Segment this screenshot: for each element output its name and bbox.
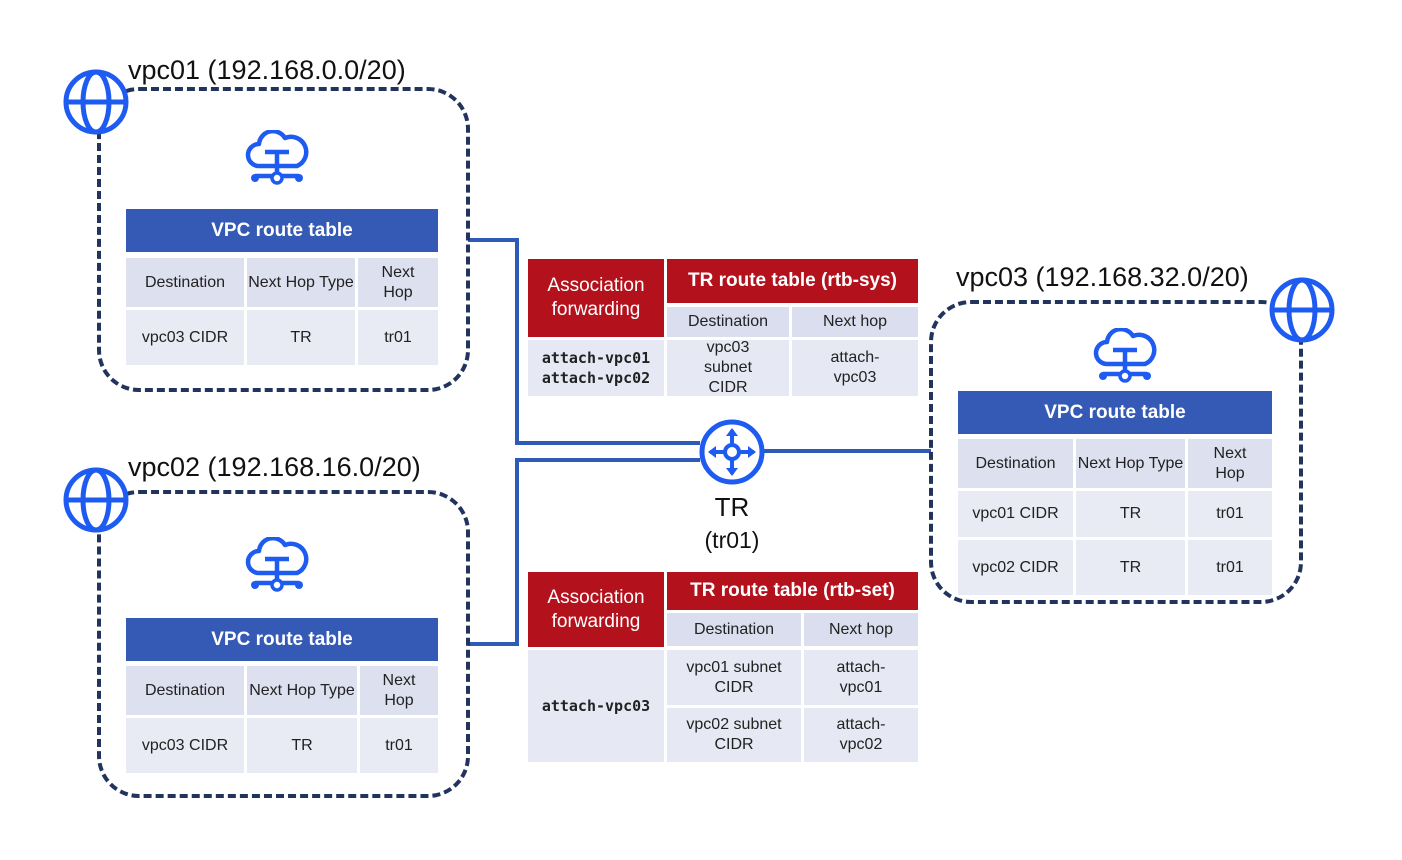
column-header-next-hop: Next hop [792,307,918,337]
table-cell: tr01 [1188,540,1272,595]
column-header-destination: Destination [667,613,801,646]
table-cell: attach-vpc03 [792,340,918,396]
rtb-sys-association-label: Association forwarding [528,259,664,337]
vpc03-title: vpc03 (192.168.32.0/20) [956,262,1249,292]
vpc02-route-table-title: VPC route table [126,618,438,661]
globe-icon [63,467,129,533]
table-cell: attach-vpc01 [804,650,918,705]
association-item: attach-vpc02 [541,369,651,387]
table-cell: tr01 [360,718,438,773]
vpc02-link-line [468,458,700,646]
vpc01-container [97,87,470,392]
column-header-destination: Destination [126,666,244,715]
column-header-next-hop: Next Hop [360,666,438,715]
table-cell: vpc01 subnet CIDR [667,650,801,705]
rtb-sys-title: TR route table (rtb-sys) [667,259,918,303]
association-list: attach-vpc01 attach-vpc02 [528,340,664,396]
vpc03-container [929,300,1303,604]
vpc01-link-line [468,238,700,445]
globe-icon [1269,277,1335,343]
column-header-next-hop: Next hop [804,613,918,646]
association-item: attach-vpc01 [541,349,651,367]
cloud-router-icon [1093,328,1157,383]
cloud-router-icon [245,537,309,592]
column-header-destination: Destination [958,439,1073,488]
table-cell: TR [247,310,355,365]
table-cell: TR [1076,540,1185,595]
column-header-destination: Destination [667,307,789,337]
column-header-next-hop-type: Next Hop Type [1076,439,1185,488]
column-header-next-hop: Next Hop [1188,439,1272,488]
column-header-next-hop-type: Next Hop Type [247,258,355,307]
rtb-set-association-label: Association forwarding [528,572,664,647]
tr-id: (tr01) [704,527,760,553]
table-cell: vpc03 CIDR [126,718,244,773]
column-header-destination: Destination [126,258,244,307]
rtb-set-title: TR route table (rtb-set) [667,572,918,610]
cloud-router-icon [245,130,309,185]
vpc02-container [97,490,470,798]
tr-name: TR [714,492,750,522]
association-item: attach-vpc03 [528,650,664,762]
vpc02-title: vpc02 (192.168.16.0/20) [128,452,421,482]
table-cell: tr01 [358,310,438,365]
transit-router-icon [699,419,765,485]
column-header-next-hop: Next Hop [358,258,438,307]
column-header-next-hop-type: Next Hop Type [247,666,357,715]
vpc03-route-table-title: VPC route table [958,391,1272,434]
table-cell: vpc02 CIDR [958,540,1073,595]
vpc01-route-table-title: VPC route table [126,209,438,252]
table-cell: vpc01 CIDR [958,491,1073,537]
table-cell: attach-vpc02 [804,708,918,762]
table-cell: tr01 [1188,491,1272,537]
table-cell: TR [247,718,357,773]
table-cell: TR [1076,491,1185,537]
table-cell: vpc02 subnet CIDR [667,708,801,762]
vpc01-title: vpc01 (192.168.0.0/20) [128,55,406,85]
table-cell: vpc03 CIDR [126,310,244,365]
globe-icon [63,69,129,135]
table-cell: vpc03 subnet CIDR [667,339,789,396]
